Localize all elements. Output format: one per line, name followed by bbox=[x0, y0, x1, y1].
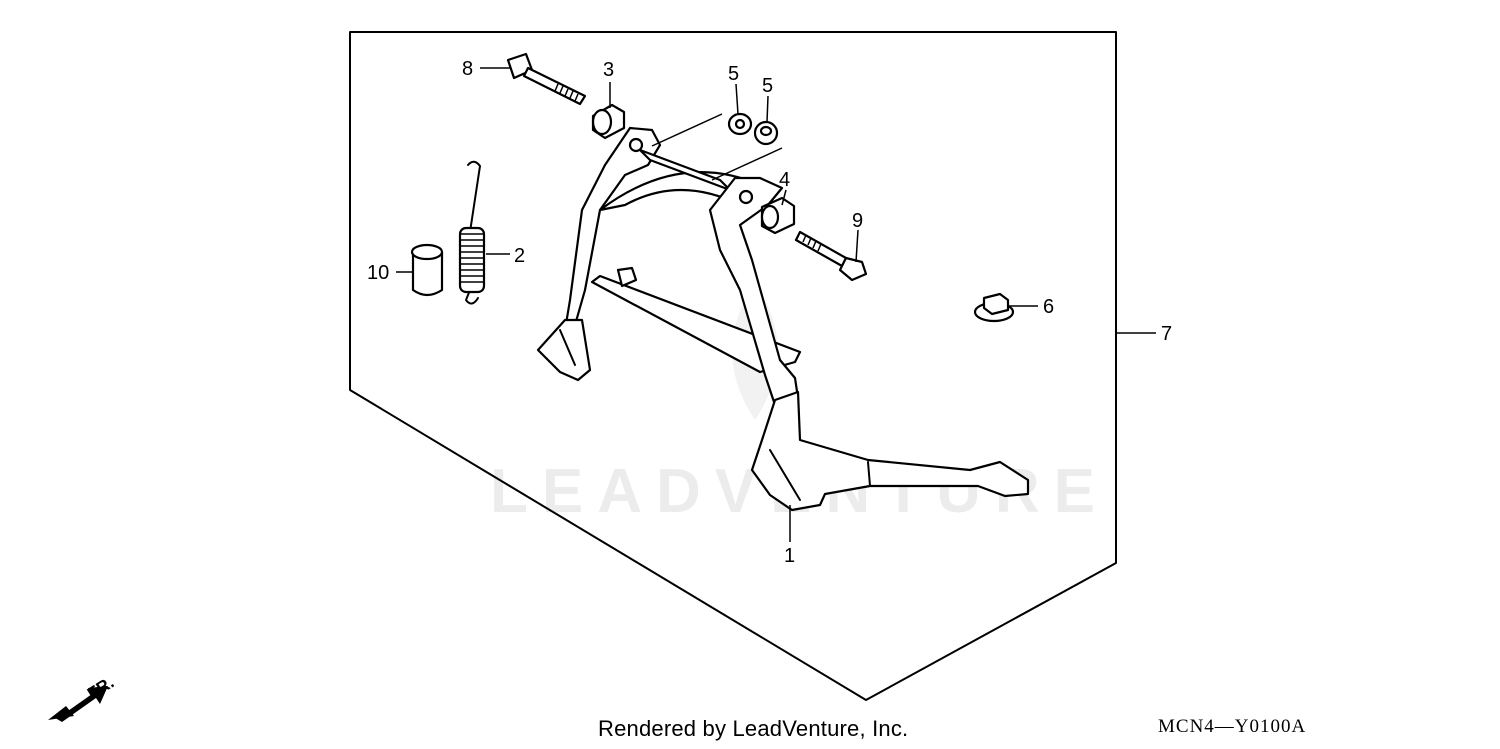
callout-5b: 5 bbox=[762, 75, 773, 97]
callout-10: 10 bbox=[367, 262, 389, 284]
callout-8: 8 bbox=[462, 58, 473, 80]
front-direction-arrow-icon: FR. bbox=[48, 673, 117, 722]
callout-9: 9 bbox=[852, 210, 863, 232]
bolt-8[interactable] bbox=[506, 52, 587, 106]
washer-5b[interactable] bbox=[753, 120, 779, 146]
bolt-9[interactable] bbox=[794, 230, 868, 282]
main-stand[interactable] bbox=[536, 126, 1030, 512]
callout-7: 7 bbox=[1161, 323, 1172, 345]
collar-3[interactable] bbox=[591, 103, 626, 140]
assembly-outline bbox=[349, 31, 1117, 701]
callout-5a: 5 bbox=[728, 63, 739, 85]
rendered-by-text: Rendered by LeadVenture, Inc. bbox=[598, 716, 909, 741]
collar-4[interactable] bbox=[760, 196, 796, 235]
callout-6: 6 bbox=[1043, 296, 1054, 318]
collar-10[interactable] bbox=[410, 243, 444, 297]
callout-3: 3 bbox=[603, 59, 614, 81]
nut-6[interactable] bbox=[973, 292, 1015, 323]
washer-5a[interactable] bbox=[727, 112, 753, 136]
callout-2: 2 bbox=[514, 245, 525, 267]
leader-lines bbox=[396, 67, 1156, 542]
washer-bracket bbox=[651, 113, 783, 181]
callout-1: 1 bbox=[784, 545, 795, 567]
diagram-code: MCN4—Y0100A bbox=[1158, 716, 1307, 737]
spring-2[interactable] bbox=[458, 160, 486, 305]
callout-4: 4 bbox=[779, 169, 790, 191]
